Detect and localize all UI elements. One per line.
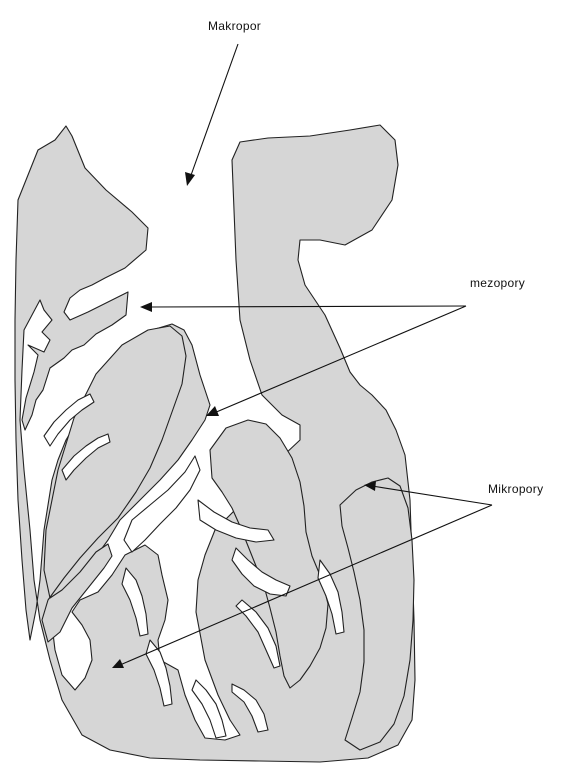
label-macropore: Makropor (208, 19, 261, 33)
label-micropores: Mikropory (488, 482, 543, 496)
label-mesopores: mezopory (470, 276, 525, 290)
mesopore-arrowhead-upper (140, 302, 152, 312)
macropore-arrow (190, 44, 238, 178)
macropore-arrowhead (185, 172, 195, 186)
mesopore-arrow-upper (148, 306, 466, 307)
